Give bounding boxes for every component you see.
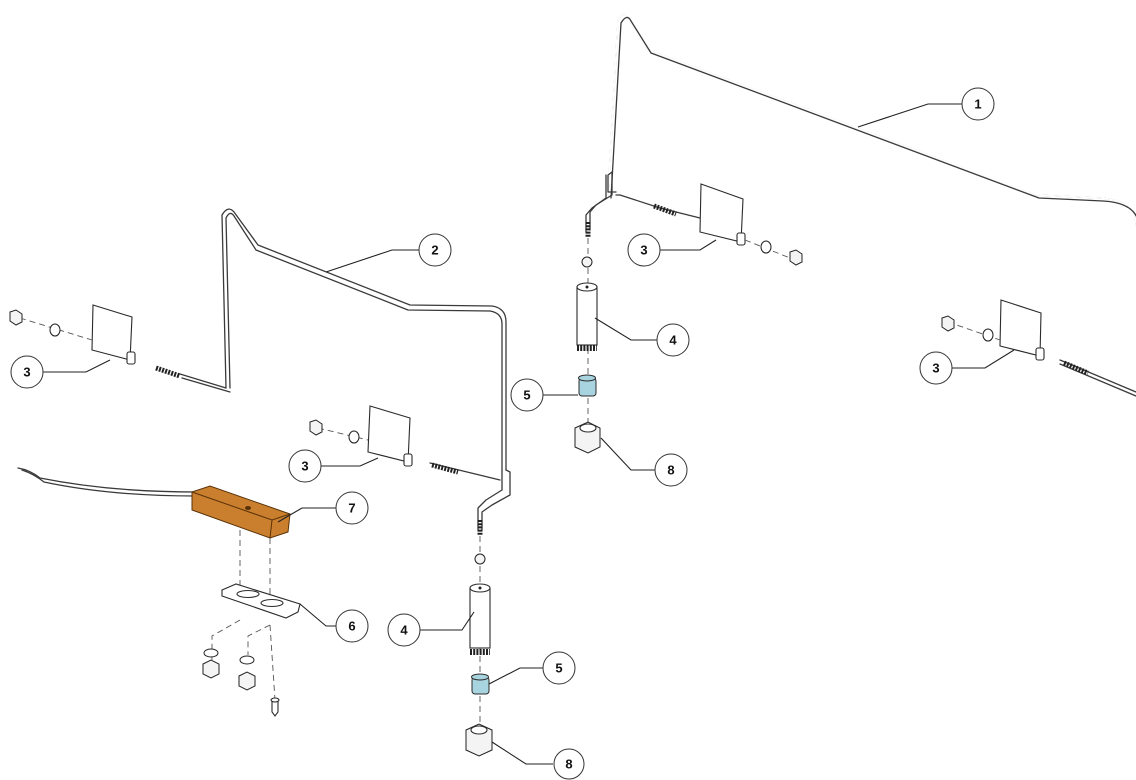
callout-3-top-right: 3 xyxy=(627,233,661,267)
callout-2: 2 xyxy=(418,233,452,267)
hinge-plate-top-right xyxy=(699,183,746,246)
mounting-plate-part-6 xyxy=(202,530,301,717)
callout-2-label: 2 xyxy=(431,243,438,258)
callout-6: 6 xyxy=(335,609,369,643)
callout-8-lower: 8 xyxy=(553,748,585,780)
callout-3-center-label: 3 xyxy=(301,459,308,474)
callout-6-label: 6 xyxy=(348,619,355,634)
callout-5-upper-label: 5 xyxy=(523,388,530,403)
callout-5-upper: 5 xyxy=(510,378,544,412)
callout-7: 7 xyxy=(335,491,369,525)
hinge-plate-center xyxy=(367,405,413,467)
callout-3-left-label: 3 xyxy=(23,365,30,380)
hinge-plate-far-right xyxy=(999,299,1045,361)
hinge-plate-left xyxy=(91,304,136,365)
callout-3-left: 3 xyxy=(10,355,44,389)
rod-frame-part-1 xyxy=(585,13,1136,397)
callout-1: 1 xyxy=(961,87,995,121)
callout-5-lower: 5 xyxy=(542,651,576,685)
callout-1-label: 1 xyxy=(974,97,981,112)
callout-8-upper: 8 xyxy=(654,453,688,487)
upper-post-stack xyxy=(574,238,601,454)
callout-3-far-right-label: 3 xyxy=(932,361,939,376)
callout-4-upper: 4 xyxy=(656,323,690,357)
leader-lines xyxy=(43,103,1015,765)
callout-4-lower: 4 xyxy=(387,613,421,647)
callout-8-lower-label: 8 xyxy=(565,757,572,772)
callout-5-lower-label: 5 xyxy=(555,661,562,676)
callout-3-center: 3 xyxy=(288,449,322,483)
rod-frame-part-2 xyxy=(155,208,511,536)
bracket-part-7 xyxy=(17,467,291,539)
callout-4-lower-label: 4 xyxy=(400,623,408,638)
callout-4-upper-label: 4 xyxy=(669,333,677,348)
callout-3-top-right-label: 3 xyxy=(640,243,647,258)
lower-post-stack xyxy=(465,536,493,757)
callout-8-upper-label: 8 xyxy=(667,463,674,478)
hinge-fasteners xyxy=(9,239,1001,444)
callout-7-label: 7 xyxy=(348,501,355,516)
callout-3-far-right: 3 xyxy=(919,351,953,385)
